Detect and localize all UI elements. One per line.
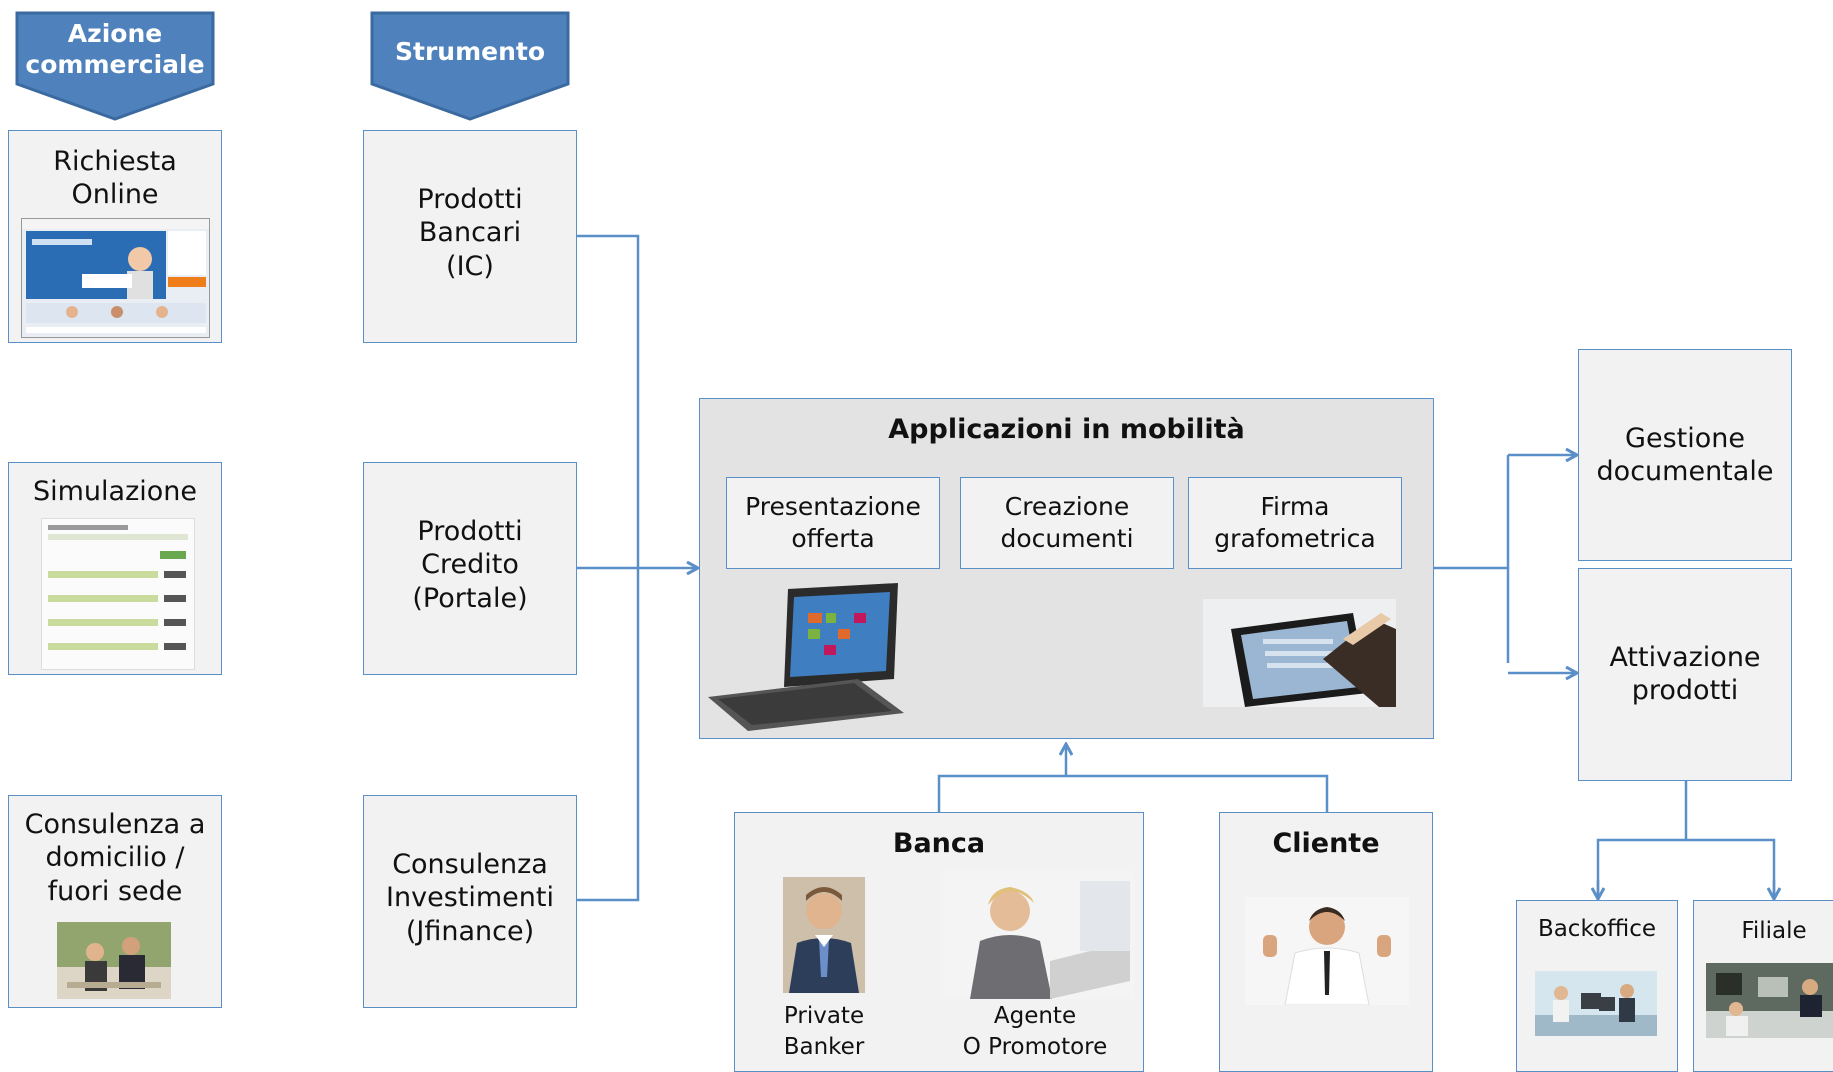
private-banker-label: Private Banker (783, 1003, 865, 1061)
mobile-title: Applicazioni in mobilità (888, 414, 1245, 445)
box-consulenza-investimenti: Consulenza Investimenti (Jfinance) (363, 795, 577, 1008)
box-label: Prodotti Bancari (IC) (417, 184, 523, 282)
private-banker-photo (783, 877, 865, 993)
header-label: Azione commerciale (25, 19, 205, 80)
client-thumbs-up-photo (1245, 897, 1409, 1005)
filiale-label: Filiale (1741, 918, 1807, 944)
box-label: Consulenza Investimenti (Jfinance) (386, 849, 554, 947)
chevron-banner-shape (15, 11, 215, 121)
box-prodotti-bancari: Prodotti Bancari (IC) (363, 130, 577, 343)
box-applicazioni-mobilita: Applicazioni in mobilità Presentazione o… (699, 398, 1434, 739)
box-label: Attivazione prodotti (1609, 642, 1761, 707)
tablet-laptop-image (708, 579, 908, 739)
box-simulazione: Simulazione (8, 462, 222, 675)
line-users (937, 774, 1329, 812)
header-label: Strumento (394, 37, 545, 66)
sub-firma-grafometrica: Firma grafometrica (1188, 477, 1402, 569)
box-consulenza-domicilio: Consulenza a domicilio / fuori sede (8, 795, 222, 1008)
box-filiale: Filiale (1693, 900, 1833, 1072)
cliente-title: Cliente (1272, 828, 1380, 859)
sub-presentazione-offerta: Presentazione offerta (726, 477, 940, 569)
line-attivazione-down (1596, 781, 1776, 895)
arrow-to-gestione (1506, 455, 1576, 663)
box-attivazione-prodotti: Attivazione prodotti (1578, 568, 1792, 781)
signature-tablet-image (1203, 599, 1396, 707)
simulation-form-image (41, 518, 195, 670)
backoffice-label: Backoffice (1537, 916, 1657, 942)
chevron-banner-shape (370, 11, 570, 121)
box-label: Gestione documentale (1596, 423, 1774, 488)
website-screenshot-image (21, 218, 210, 338)
box-cliente: Cliente (1219, 812, 1433, 1072)
header-azione-commerciale: Azione commerciale (14, 10, 216, 122)
box-label: Richiesta Online (53, 146, 177, 211)
box-label: Prodotti Credito (Portale) (412, 516, 528, 614)
filiale-photo (1706, 963, 1833, 1038)
meeting-photo-image (57, 922, 171, 999)
box-gestione-documentale: Gestione documentale (1578, 349, 1792, 561)
agente-photo (940, 871, 1135, 999)
sub-creazione-documenti: Creazione documenti (960, 477, 1174, 569)
backoffice-photo (1535, 971, 1657, 1036)
box-label: Consulenza a domicilio / fuori sede (24, 809, 206, 907)
box-label: Simulazione (32, 476, 198, 507)
agente-label: Agente O Promotore (962, 1003, 1108, 1061)
box-richiesta-online: Richiesta Online (8, 130, 222, 343)
banca-title: Banca (892, 828, 986, 859)
box-banca: Banca Private Banker Agente O Promotore (734, 812, 1144, 1072)
box-prodotti-credito: Prodotti Credito (Portale) (363, 462, 577, 675)
header-strumento: Strumento (369, 10, 571, 122)
box-backoffice: Backoffice (1516, 900, 1678, 1072)
